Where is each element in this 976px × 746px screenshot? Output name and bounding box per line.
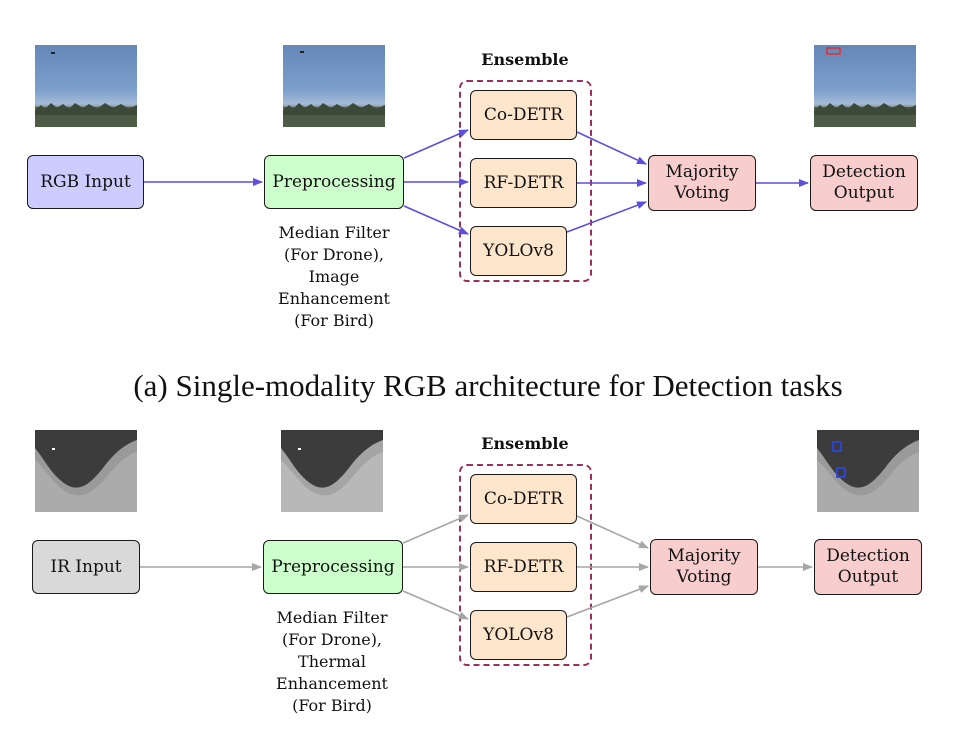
arrow-ir-pre-to-yolov8 — [402, 590, 469, 620]
ir-model-co-detr: Co-DETR — [470, 474, 577, 524]
ir-voting-line-2: Voting — [676, 567, 732, 587]
rgb-preprocessing-node: Preprocessing — [264, 155, 404, 209]
ir-preprocessed-image — [281, 440, 383, 512]
detection-bbox-2 — [836, 467, 846, 478]
ir-note-line-5: (For Bird) — [292, 696, 372, 715]
rgb-model-yolov8: YOLOv8 — [470, 226, 567, 276]
ir-ensemble-label: Ensemble — [481, 434, 569, 453]
rgb-model-co-detr: Co-DETR — [470, 90, 577, 140]
ir-input-thumbnail — [35, 430, 137, 512]
rgb-majority-voting-node: Majority Voting — [648, 155, 756, 211]
rgb-arrows — [144, 129, 809, 235]
ir-preprocessed-thumbnail — [281, 430, 383, 512]
rgb-preprocessed-thumbnail — [283, 45, 385, 127]
ir-input-node: IR Input — [32, 540, 140, 594]
ir-majority-voting-node: Majority Voting — [650, 539, 758, 595]
rgb-output-image — [814, 47, 916, 127]
arrow-rgb-yolov8-to-voting — [566, 201, 647, 233]
ir-output-thumbnail — [817, 430, 919, 512]
rgb-model-rf-detr: RF-DETR — [470, 158, 577, 208]
ir-model-rf-detr: RF-DETR — [470, 542, 577, 592]
ir-note-line-1: Median Filter — [276, 608, 388, 627]
detection-bbox-1 — [832, 441, 842, 452]
ir-preprocessing-note: Median Filter (For Drone), Thermal Enhan… — [252, 607, 412, 717]
rgb-input-image — [35, 52, 137, 127]
rgb-output-line-1: Detection — [822, 162, 906, 182]
rgb-output-line-2: Output — [833, 183, 895, 203]
ir-note-line-2: (For Drone), — [281, 630, 383, 649]
ir-model-yolov8: YOLOv8 — [470, 610, 567, 660]
rgb-note-line-4: Enhancement — [278, 289, 390, 308]
rgb-preprocessing-note: Median Filter (For Drone), Image Enhance… — [254, 222, 414, 332]
ir-note-line-4: Enhancement — [276, 674, 388, 693]
rgb-input-thumbnail — [35, 45, 137, 127]
rgb-input-node: RGB Input — [27, 155, 144, 209]
ir-output-image — [817, 440, 919, 512]
rgb-preprocessed-image — [283, 51, 385, 127]
ir-detection-output-node: Detection Output — [814, 539, 922, 595]
arrow-rgb-pre-to-co-detr — [403, 129, 469, 159]
ir-output-line-2: Output — [837, 567, 899, 587]
rgb-output-thumbnail — [814, 45, 916, 127]
arrow-rgb-pre-to-yolov8 — [403, 205, 469, 235]
detection-bbox — [826, 47, 841, 55]
arrow-ir-co-detr-to-voting — [576, 515, 649, 549]
ir-preprocessing-node: Preprocessing — [263, 540, 403, 594]
rgb-ensemble-label: Ensemble — [481, 50, 569, 69]
ir-arrows — [140, 514, 813, 620]
arrow-ir-pre-to-co-detr — [402, 514, 469, 544]
ir-note-line-3: Thermal — [298, 652, 366, 671]
rgb-caption: (a) Single-modality RGB architecture for… — [133, 368, 843, 403]
ir-voting-line-1: Majority — [667, 546, 741, 566]
rgb-detection-output-node: Detection Output — [810, 155, 918, 211]
rgb-note-line-2: (For Drone), — [283, 245, 385, 264]
rgb-voting-line-2: Voting — [674, 183, 730, 203]
rgb-voting-line-1: Majority — [665, 162, 739, 182]
ir-input-image — [35, 440, 137, 512]
arrow-ir-yolov8-to-voting — [566, 585, 649, 618]
arrow-rgb-co-detr-to-voting — [576, 131, 647, 165]
rgb-note-line-1: Median Filter — [278, 223, 390, 242]
rgb-note-line-3: Image — [308, 267, 360, 286]
ir-output-line-1: Detection — [826, 546, 910, 566]
rgb-note-line-5: (For Bird) — [294, 311, 374, 330]
